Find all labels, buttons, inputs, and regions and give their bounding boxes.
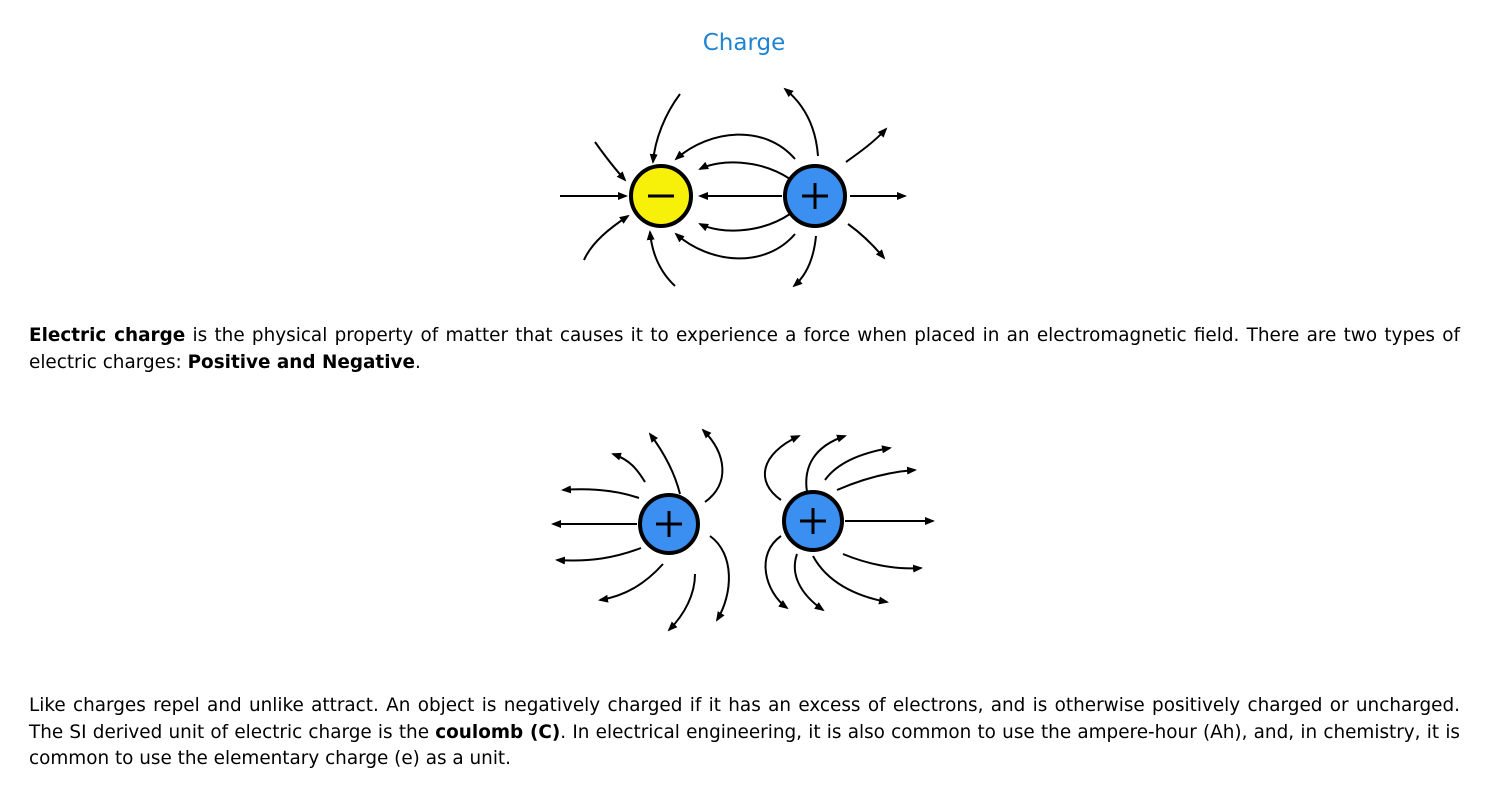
- negative-charge: [629, 164, 693, 228]
- paragraph1-text-b: .: [414, 351, 421, 373]
- paragraph1-text-a: is the physical property of matter that …: [29, 325, 1460, 373]
- positive-charge-left: [638, 493, 700, 555]
- like-charges-field-diagram: [551, 428, 935, 632]
- term-electric-charge: Electric charge: [29, 325, 186, 346]
- paragraph-electric-charge: Electric charge is the physical property…: [29, 323, 1460, 376]
- paragraph2-text-b: . In electrical engineering, it is also …: [29, 721, 1461, 770]
- positive-charge: [783, 164, 847, 228]
- charge-types: Positive and Negative: [187, 351, 415, 373]
- repulsion-field-lines: [551, 428, 935, 632]
- page-title: Charge: [702, 30, 786, 56]
- positive-charge-right: [782, 490, 844, 552]
- paragraph-like-charges: Like charges repel and unlike attract. A…: [29, 693, 1460, 773]
- dipole-field-diagram: [560, 87, 907, 288]
- unit-coulomb: coulomb (C): [435, 721, 561, 743]
- paragraph2-text-a: Like charges repel and unlike attract. A…: [29, 695, 1460, 743]
- dipole-field-lines: [560, 87, 907, 288]
